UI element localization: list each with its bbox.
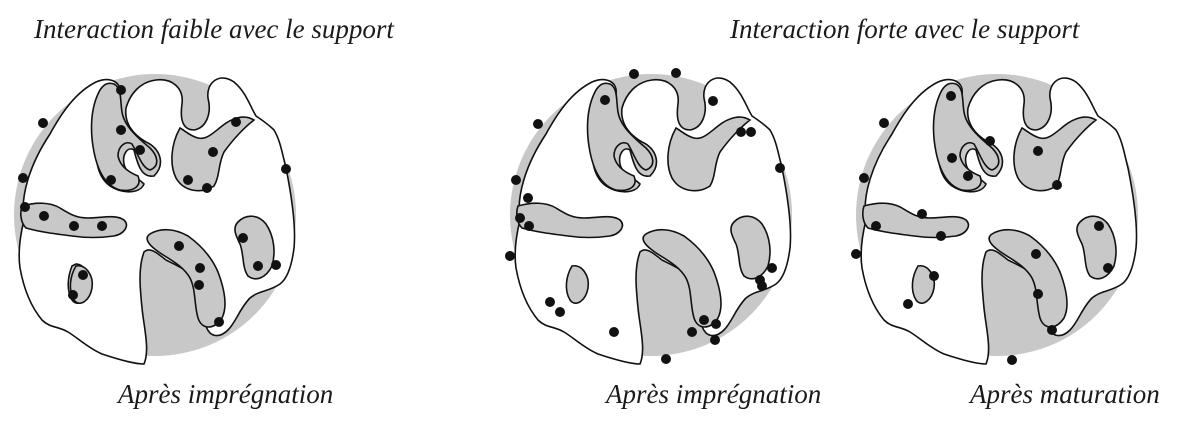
caption-after-impregnation-strong: Après imprégnation [606, 379, 822, 409]
heading-weak-interaction: Interaction faible avec le support [34, 14, 394, 44]
support-lobe-right [234, 215, 275, 280]
precursor-dot [600, 95, 610, 105]
precursor-dot [183, 175, 193, 185]
precursor-dot [917, 209, 927, 219]
precursor-dot [859, 173, 869, 183]
precursor-dot [69, 221, 79, 231]
support-lobe-lower-center [146, 228, 226, 328]
precursor-dot [1094, 221, 1104, 231]
support-lobe-right [1076, 215, 1117, 280]
caption-after-impregnation-weak: Après imprégnation [118, 379, 334, 409]
precursor-dot [271, 260, 281, 270]
precursor-dot [1103, 263, 1113, 273]
caption-after-maturation-strong: Après maturation [970, 379, 1160, 409]
precursor-dots [505, 68, 785, 364]
support-lobe-upper-right [667, 116, 752, 192]
precursor-dot [555, 307, 565, 317]
precursor-dot [746, 127, 756, 137]
support-lobe-lower-center [642, 228, 722, 328]
precursor-dot [78, 270, 88, 280]
precursor-dot [871, 221, 881, 231]
precursor-dot [174, 241, 184, 251]
precursor-dot [231, 117, 241, 127]
precursor-dot [545, 297, 555, 307]
precursor-dot [963, 171, 973, 181]
precursor-dot [505, 251, 515, 261]
precursor-dot [68, 290, 78, 300]
particle-strong-impregnation [505, 68, 792, 365]
precursor-dot [511, 175, 521, 185]
precursor-dot [609, 327, 619, 337]
precursor-dot [929, 271, 939, 281]
precursor-dot [1033, 289, 1043, 299]
particle-strong-maturation [851, 74, 1138, 365]
precursor-dot [238, 233, 248, 243]
precursor-dot [946, 91, 956, 101]
precursor-dot [253, 261, 263, 271]
precursor-dot [523, 193, 533, 203]
precursor-dot [116, 125, 126, 135]
support-lobe-bottom-left [565, 265, 590, 304]
precursor-dot [1007, 355, 1017, 365]
precursor-dot [1033, 146, 1043, 156]
precursor-dot [135, 145, 145, 155]
heading-strong-interaction: Interaction forte avec le support [730, 14, 1080, 44]
precursor-dot [711, 319, 721, 329]
precursor-dot [947, 153, 957, 163]
precursor-dot [38, 118, 48, 128]
precursor-dot [202, 183, 212, 193]
support-lobe-upper-right [1013, 116, 1098, 192]
precursor-dot [757, 281, 767, 291]
precursor-dot [775, 163, 785, 173]
precursor-dot [515, 213, 525, 223]
precursor-dot [524, 221, 534, 231]
support-lobe-upper-left [932, 82, 1000, 192]
precursor-dot [208, 147, 218, 157]
precursor-dot [1047, 325, 1057, 335]
precursor-dot [936, 231, 946, 241]
precursor-dot [736, 127, 746, 137]
precursor-dot [687, 327, 697, 337]
precursor-dot [671, 68, 681, 78]
precursor-dot [194, 280, 204, 290]
precursor-dot [1031, 249, 1041, 259]
particle-weak-impregnation [14, 74, 296, 365]
precursor-dot [710, 335, 720, 345]
precursor-dot [767, 263, 777, 273]
precursor-dot [195, 263, 205, 273]
precursor-dot [97, 221, 107, 231]
precursor-dot [20, 202, 30, 212]
support-lobe-bottom-left [911, 265, 936, 304]
precursor-dot [281, 164, 291, 174]
precursor-dots [18, 85, 291, 327]
precursor-dot [106, 175, 116, 185]
precursor-dot [116, 85, 126, 95]
support-lobe-left [862, 202, 970, 239]
precursor-dot [1052, 180, 1062, 190]
precursor-dot [18, 173, 28, 183]
support-lobe-upper-left [586, 82, 654, 192]
precursor-dot [39, 211, 49, 221]
precursor-dots [851, 91, 1113, 365]
precursor-dot [661, 354, 671, 364]
precursor-dot [985, 136, 995, 146]
precursor-dot [903, 299, 913, 309]
precursor-dot [214, 317, 224, 327]
precursor-dot [851, 249, 861, 259]
precursor-dot [699, 315, 709, 325]
precursor-dot [533, 119, 543, 129]
precursor-dot [708, 96, 718, 106]
precursor-dot [879, 118, 889, 128]
precursor-dot [629, 69, 639, 79]
